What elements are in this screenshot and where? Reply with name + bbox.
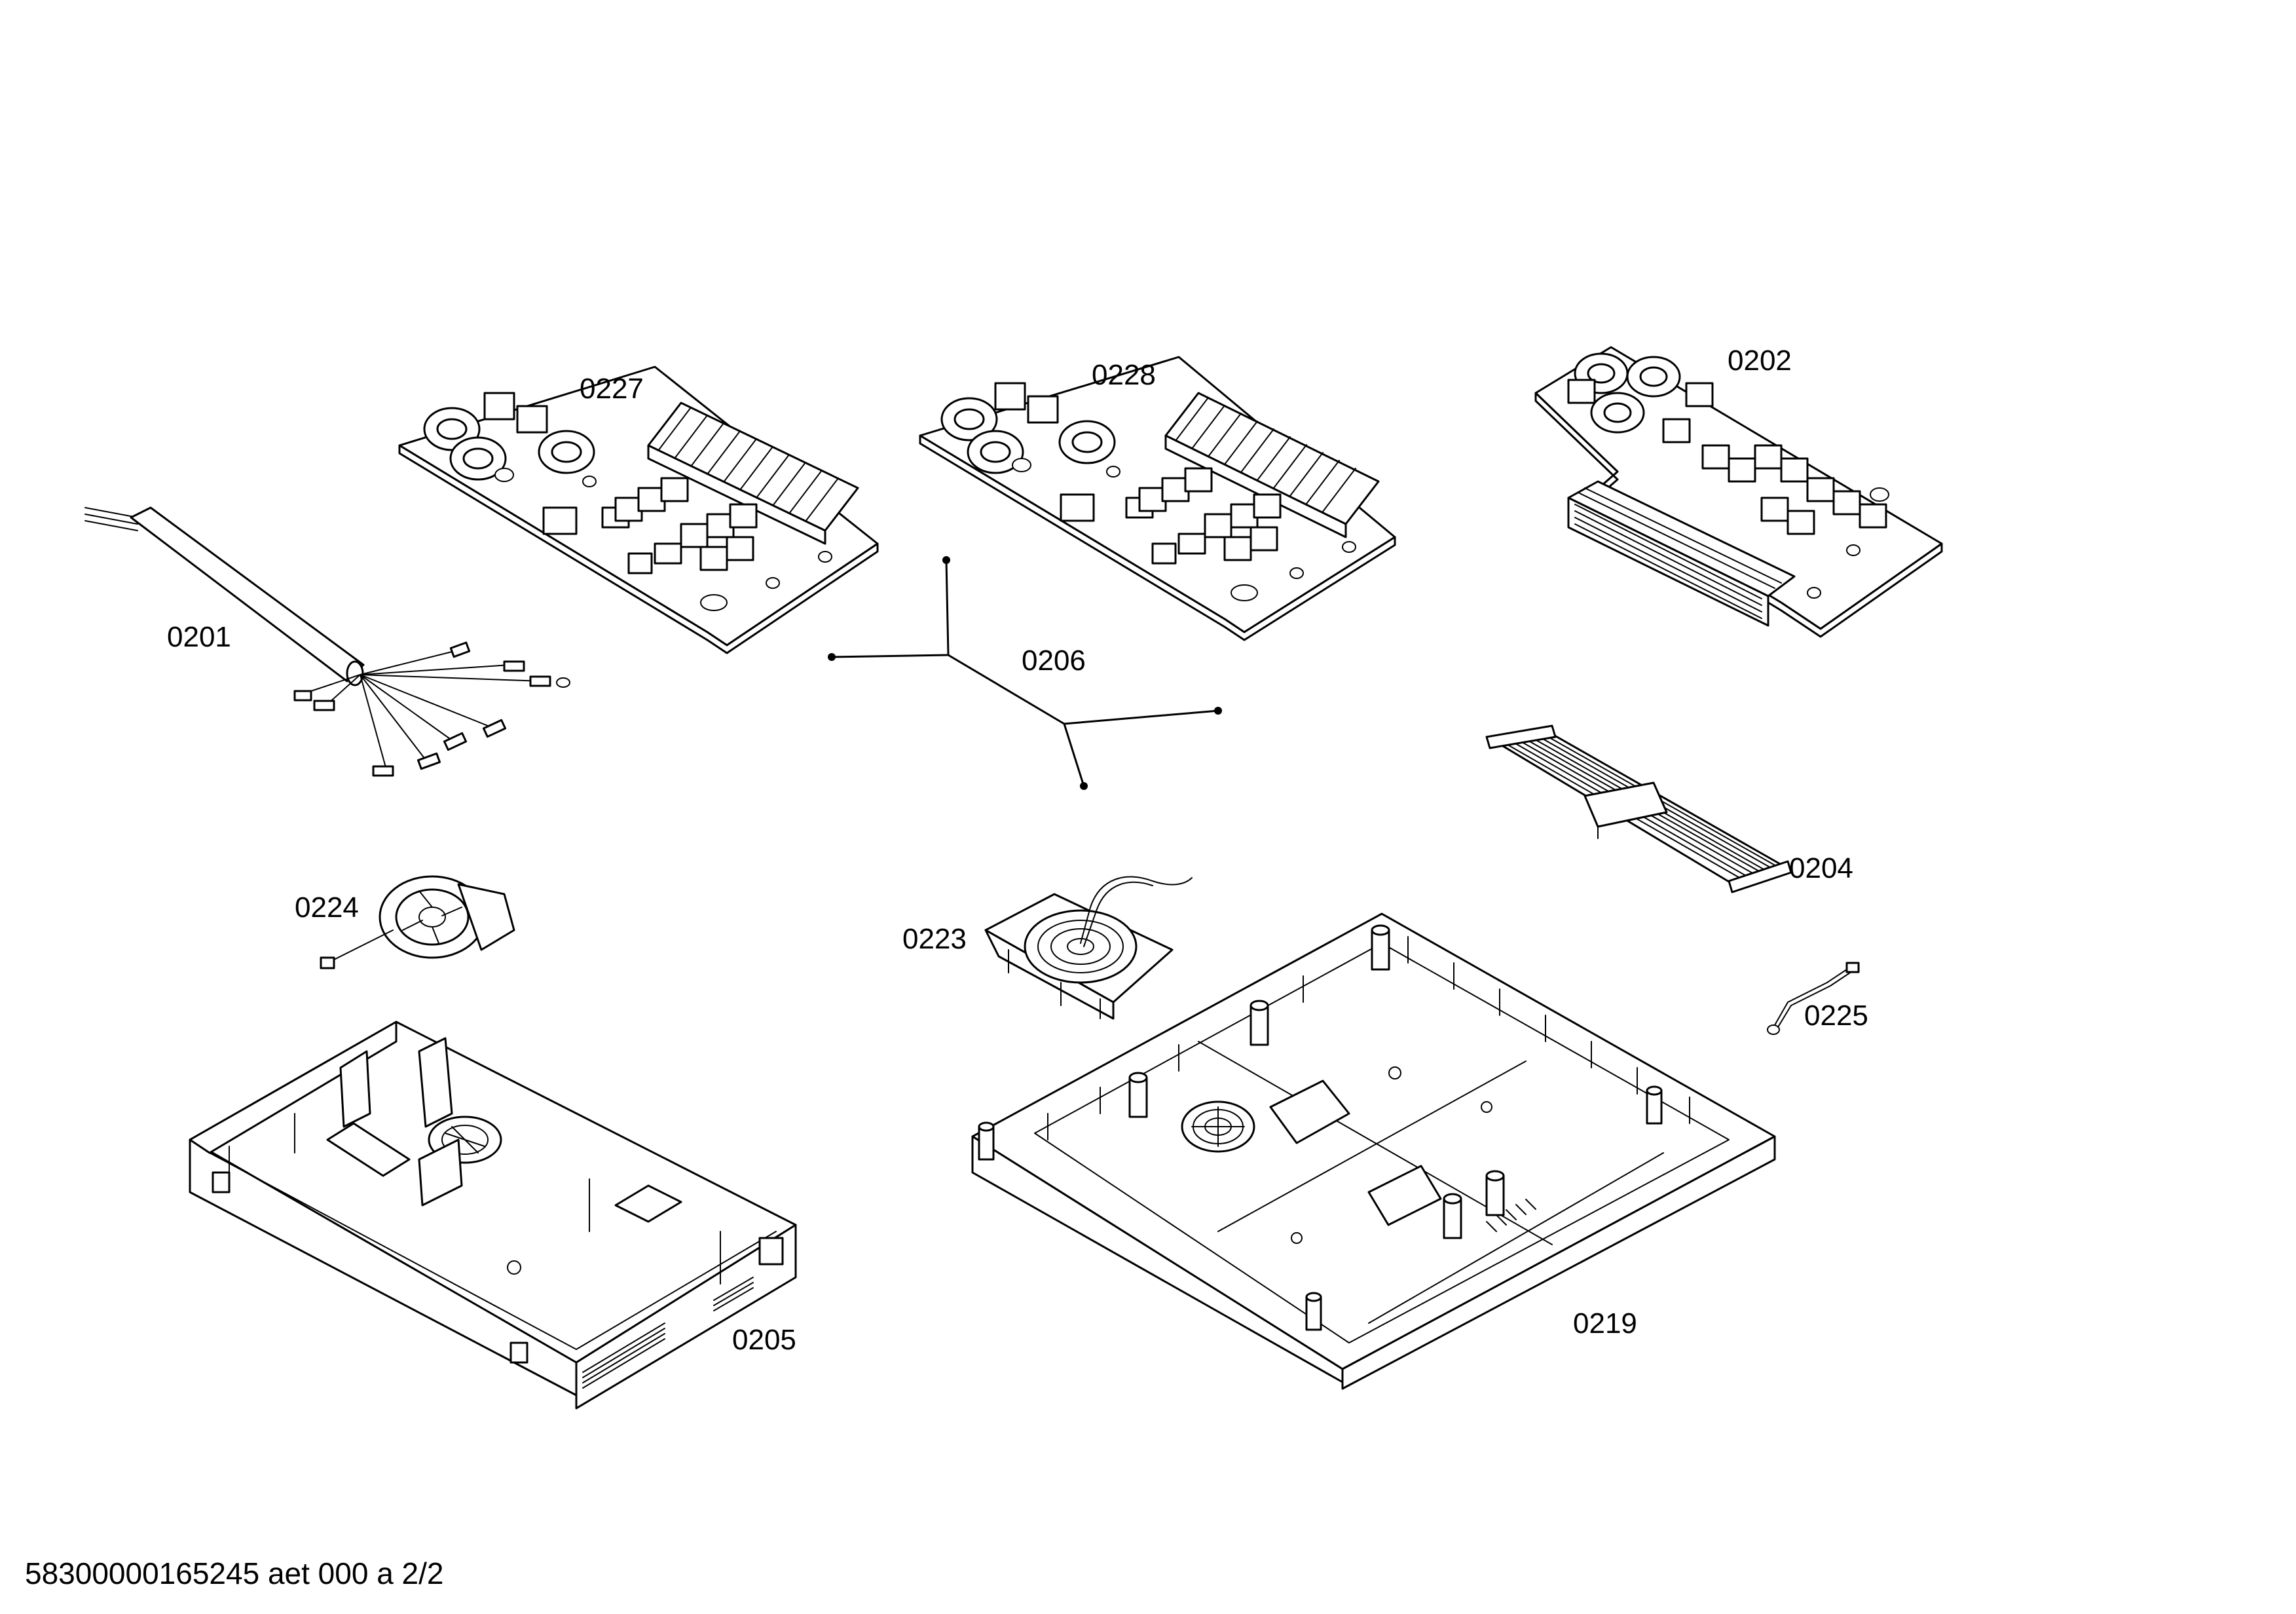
label-0205: 0205 (732, 1324, 796, 1356)
part-0201-mains-cable (84, 506, 570, 777)
label-0219: 0219 (1573, 1307, 1637, 1340)
part-0225-wire (1767, 962, 1860, 1035)
label-0228: 0228 (1092, 359, 1156, 391)
label-0227: 0227 (580, 373, 644, 405)
part-0205-frame (189, 1021, 797, 1410)
label-0225: 0225 (1804, 1000, 1868, 1032)
part-0223-fan-housing (984, 876, 1193, 1020)
part-0202-board (1534, 346, 1943, 638)
label-0202: 0202 (1728, 345, 1792, 377)
document-code: 58300000165245 aet 000 a 2/2 (25, 1556, 444, 1590)
part-0206-bracket (828, 556, 1222, 790)
label-0224: 0224 (295, 891, 359, 924)
part-0227-power-board (398, 366, 879, 654)
part-0204-ribbon-cable (1485, 724, 1792, 893)
part-0224-fan (320, 875, 515, 969)
label-0204: 0204 (1789, 852, 1853, 884)
label-0223: 0223 (902, 923, 967, 955)
part-0219-housing-tray (971, 912, 1776, 1390)
label-0206: 0206 (1022, 645, 1086, 677)
part-0228-power-board (919, 356, 1396, 641)
label-0201: 0201 (167, 621, 231, 653)
